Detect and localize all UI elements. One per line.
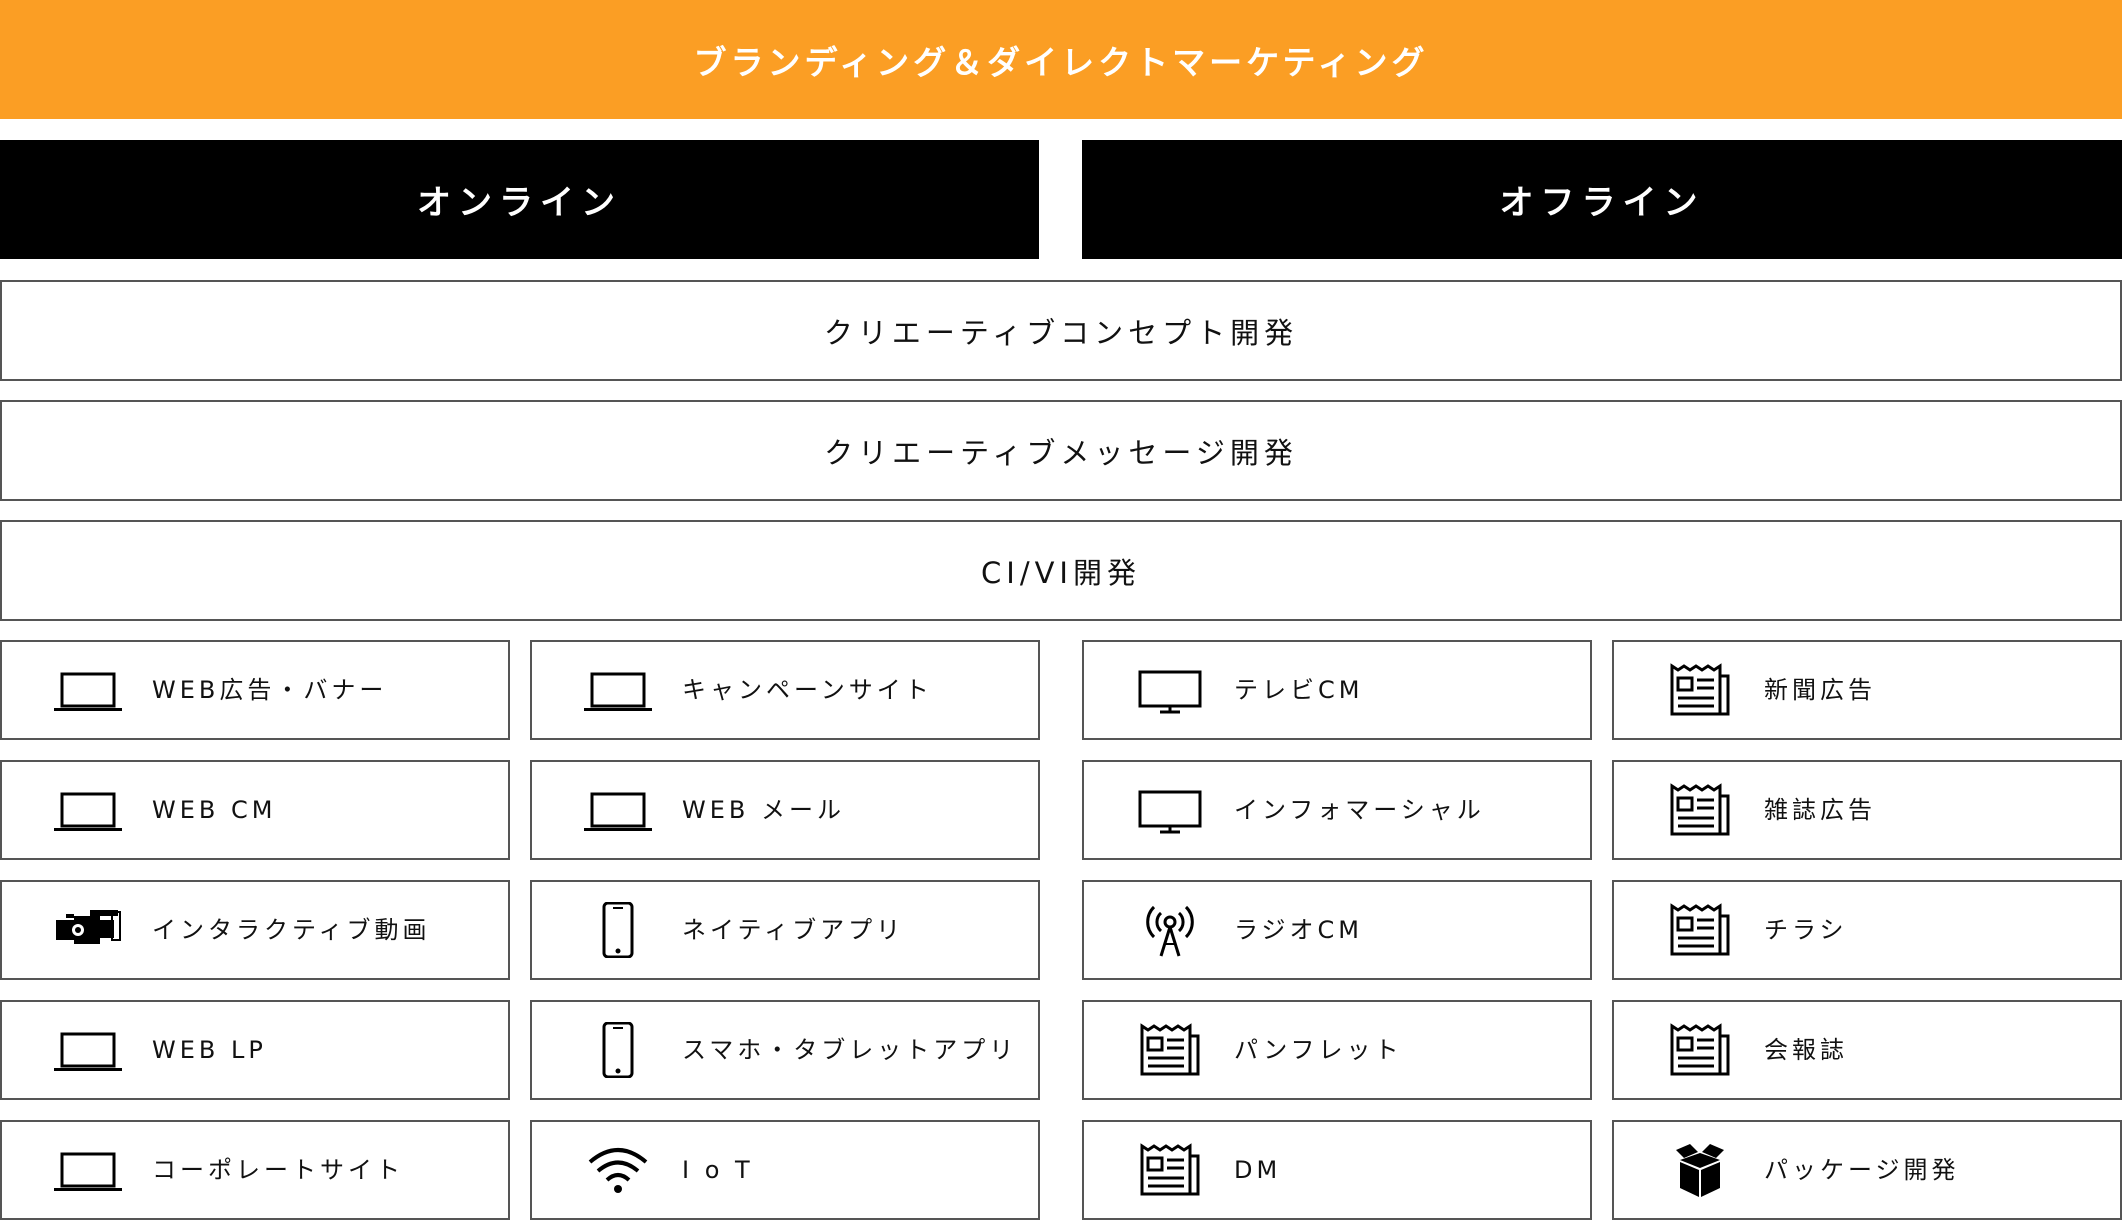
smartphone-icon <box>582 902 654 958</box>
wide-row-label: クリエーティブコンセプト開発 <box>823 315 1299 350</box>
cell-label: 新聞広告 <box>1764 676 1876 704</box>
cell-label: ラジオCM <box>1234 916 1363 944</box>
cell-label: 雑誌広告 <box>1764 796 1876 824</box>
grid-cell: I o T <box>530 1120 1040 1220</box>
grid-cell: インフォマーシャル <box>1082 760 1592 860</box>
cell-label: スマホ・タブレットアプリ <box>682 1036 1018 1064</box>
creative-message-row: クリエーティブメッセージ開発 <box>0 400 2122 501</box>
newspaper-icon <box>1134 1022 1206 1078</box>
page-title: ブランディング＆ダイレクトマーケティング <box>693 42 1429 82</box>
wifi-icon <box>582 1142 654 1198</box>
grid-cell: パッケージ開発 <box>1612 1120 2122 1220</box>
laptop-icon <box>52 662 124 718</box>
online-header-label: オンライン <box>417 183 622 223</box>
grid-cell: テレビCM <box>1082 640 1592 740</box>
cell-label: インフォマーシャル <box>1234 796 1485 824</box>
grid-cell: 新聞広告 <box>1612 640 2122 740</box>
cell-label: I o T <box>682 1156 754 1184</box>
grid-cell: インタラクティブ動画 <box>0 880 510 980</box>
cell-label: WEB CM <box>152 796 277 824</box>
tv-icon <box>1134 782 1206 838</box>
newspaper-icon <box>1664 782 1736 838</box>
cell-label: パッケージ開発 <box>1764 1156 1960 1184</box>
offline-column-header: オフライン <box>1082 140 2122 259</box>
cell-label: テレビCM <box>1234 676 1364 704</box>
newspaper-icon <box>1664 662 1736 718</box>
newspaper-icon <box>1664 1022 1736 1078</box>
grid-cell: WEB広告・バナー <box>0 640 510 740</box>
package-box-icon <box>1664 1142 1736 1198</box>
laptop-icon <box>52 1022 124 1078</box>
creative-concept-row: クリエーティブコンセプト開発 <box>0 280 2122 381</box>
cell-label: パンフレット <box>1234 1036 1403 1064</box>
cell-label: ネイティブアプリ <box>682 916 905 944</box>
cell-label: 会報誌 <box>1764 1036 1848 1064</box>
wide-row-label: CI/VI開発 <box>981 555 1141 590</box>
grid-cell: WEB CM <box>0 760 510 860</box>
grid-cell: ラジオCM <box>1082 880 1592 980</box>
grid-cell: DM <box>1082 1120 1592 1220</box>
cell-label: WEB メール <box>682 796 845 824</box>
grid-cell: WEB メール <box>530 760 1040 860</box>
grid-cell: コーポレートサイト <box>0 1120 510 1220</box>
grid-cell: チラシ <box>1612 880 2122 980</box>
newspaper-icon <box>1134 1142 1206 1198</box>
wide-row-label: クリエーティブメッセージ開発 <box>824 435 1298 470</box>
laptop-icon <box>582 662 654 718</box>
page-title-banner: ブランディング＆ダイレクトマーケティング <box>0 0 2122 119</box>
laptop-icon <box>52 1142 124 1198</box>
cell-label: インタラクティブ動画 <box>152 916 431 944</box>
online-column-header: オンライン <box>0 140 1039 259</box>
laptop-icon <box>582 782 654 838</box>
tv-icon <box>1134 662 1206 718</box>
cell-label: WEB広告・バナー <box>152 676 388 704</box>
ci-vi-row: CI/VI開発 <box>0 520 2122 621</box>
video-camera-icon <box>52 902 124 958</box>
grid-cell: スマホ・タブレットアプリ <box>530 1000 1040 1100</box>
grid-cell: 雑誌広告 <box>1612 760 2122 860</box>
offline-header-label: オフライン <box>1499 183 1705 223</box>
cell-label: キャンペーンサイト <box>682 676 933 704</box>
cell-label: チラシ <box>1764 916 1848 944</box>
grid-cell: 会報誌 <box>1612 1000 2122 1100</box>
cell-label: コーポレートサイト <box>152 1156 404 1184</box>
grid-cell: WEB LP <box>0 1000 510 1100</box>
grid-cell: パンフレット <box>1082 1000 1592 1100</box>
laptop-icon <box>52 782 124 838</box>
grid-cell: キャンペーンサイト <box>530 640 1040 740</box>
smartphone-icon <box>582 1022 654 1078</box>
newspaper-icon <box>1664 902 1736 958</box>
cell-label: WEB LP <box>152 1036 267 1064</box>
grid-cell: ネイティブアプリ <box>530 880 1040 980</box>
cell-label: DM <box>1234 1156 1282 1184</box>
radio-tower-icon <box>1134 902 1206 958</box>
